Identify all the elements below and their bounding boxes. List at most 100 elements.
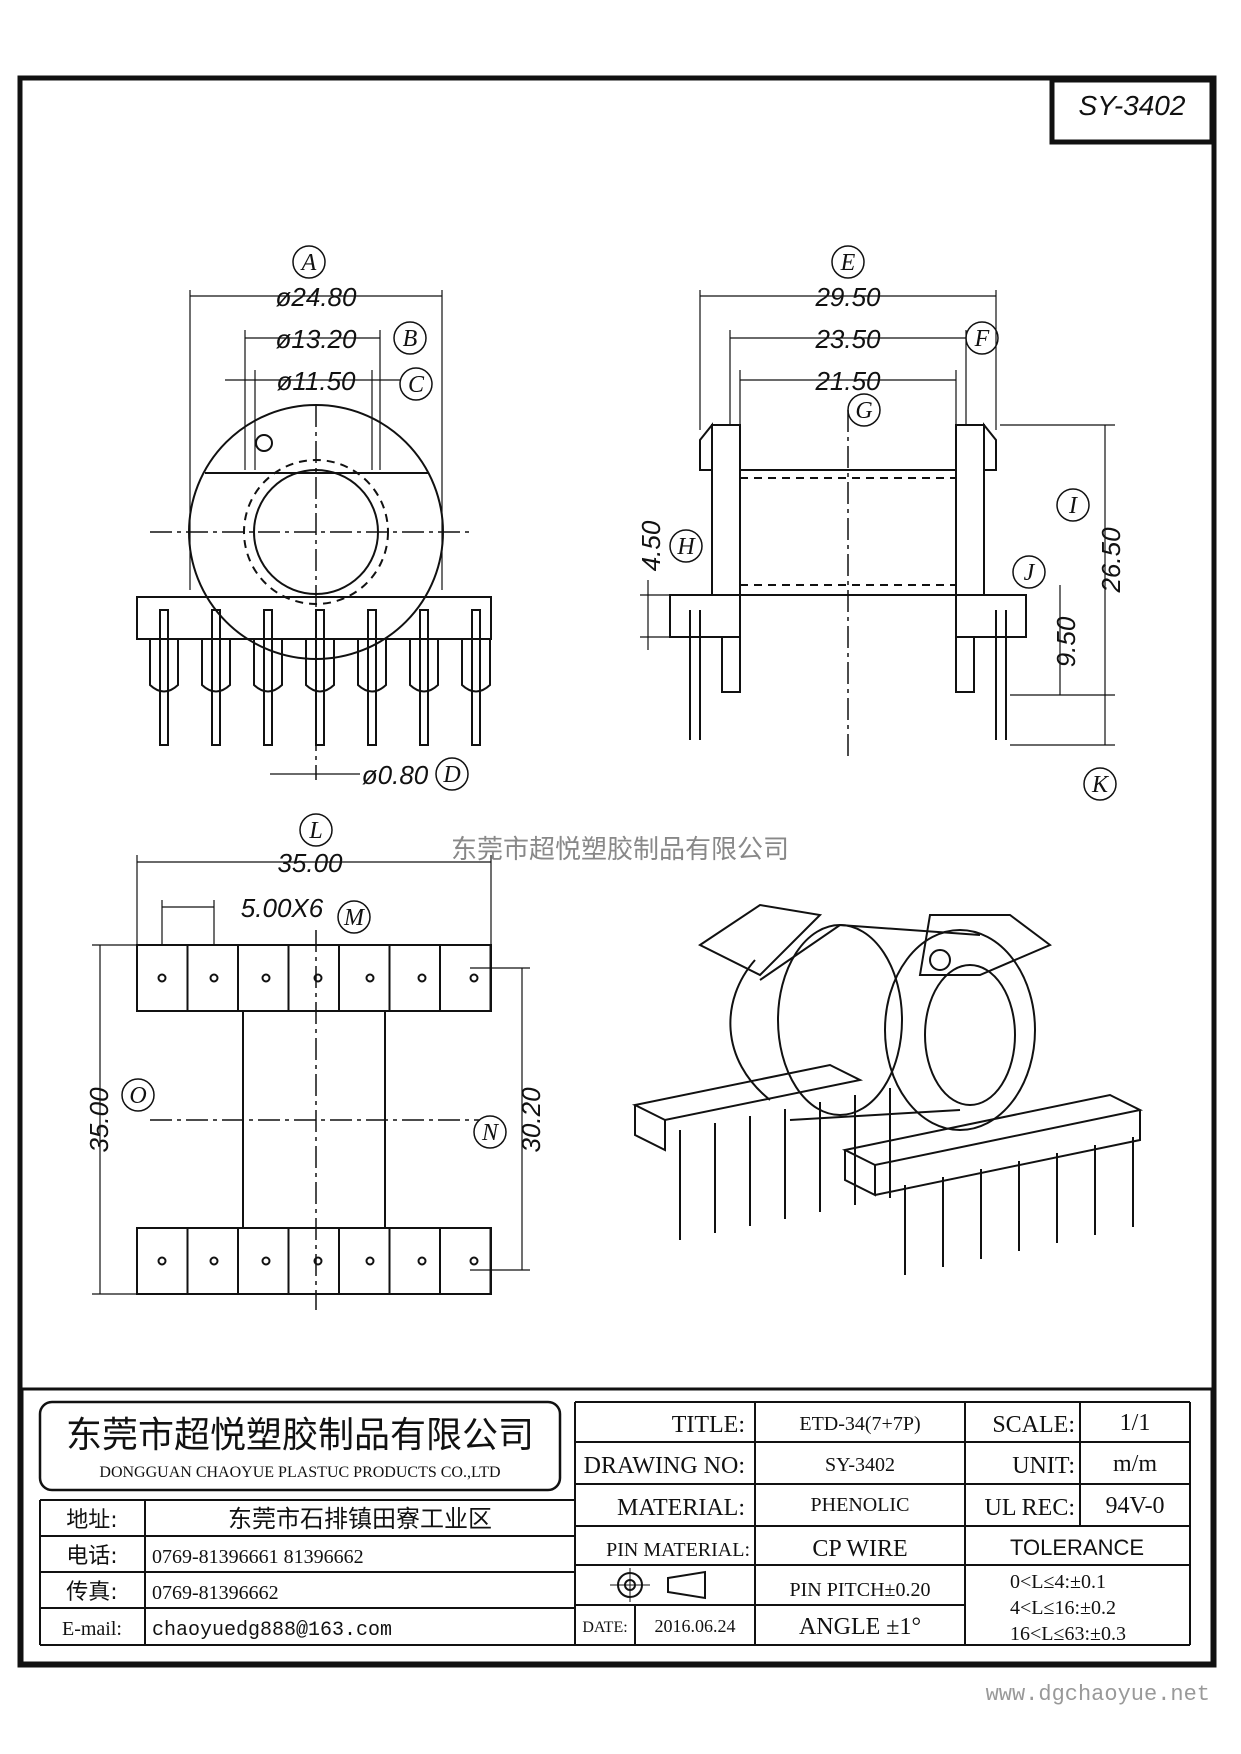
- unit-label: UNIT:: [1012, 1453, 1075, 1479]
- watermark: 东莞市超悦塑胶制品有限公司: [451, 835, 789, 865]
- dim-m: 5.00X6: [241, 893, 324, 923]
- title-block: [20, 1387, 1214, 1665]
- date-value: 2016.06.24: [655, 1616, 736, 1636]
- pin-boss: [461, 639, 491, 693]
- dim-h: 4.50: [636, 520, 666, 571]
- pin-hole: [209, 1256, 219, 1266]
- pin-pitch: PIN PITCH±0.20: [790, 1579, 931, 1601]
- callout-circle: [337, 900, 371, 934]
- phone-value: 0769-81396661 81396662: [152, 1546, 364, 1568]
- callout-label: L: [308, 818, 322, 844]
- email-label: E-mail:: [62, 1618, 122, 1640]
- callout-circle: [965, 321, 999, 355]
- address-value: 东莞市石排镇田寮工业区: [228, 1505, 492, 1533]
- pin-hole: [313, 973, 323, 983]
- website-watermark: www.dgchaoyue.net: [986, 1682, 1210, 1707]
- drawing-no-value: SY-3402: [825, 1454, 895, 1476]
- dim-d: ø0.80: [362, 760, 429, 790]
- callout-label: F: [974, 326, 990, 352]
- callout-circle: [669, 529, 703, 563]
- company-name-cn: 东莞市超悦塑胶制品有限公司: [66, 1415, 534, 1456]
- callout-label: K: [1091, 772, 1110, 798]
- unit-value: m/m: [1113, 1451, 1157, 1477]
- pin-hole: [365, 1256, 375, 1266]
- pin: [263, 609, 273, 746]
- dim-f: 23.50: [814, 324, 881, 354]
- callout-circle: [1056, 488, 1090, 522]
- callout-circle: [847, 393, 881, 427]
- callout-label: O: [129, 1083, 146, 1109]
- tolerance-row: 16<L≤63:±0.3: [1010, 1623, 1126, 1645]
- company-name-en: DONGGUAN CHAOYUE PLASTUC PRODUCTS CO.,LT…: [99, 1464, 500, 1481]
- email-value: chaoyuedg888@163.com: [152, 1619, 392, 1642]
- dim-n: 30.20: [516, 1087, 546, 1153]
- callout-label: G: [855, 398, 872, 424]
- pin: [211, 609, 221, 746]
- dim-c: ø11.50: [276, 366, 356, 396]
- scale-label: SCALE:: [992, 1412, 1075, 1438]
- pin-boss: [409, 639, 439, 693]
- pin-material-label: PIN MATERIAL:: [606, 1539, 750, 1561]
- pin: [315, 609, 325, 746]
- dim-e: 29.50: [814, 282, 881, 312]
- drawing-no-label: DRAWING NO:: [584, 1453, 745, 1479]
- fax-value: 0769-81396662: [152, 1582, 279, 1604]
- pin-hole: [469, 973, 479, 983]
- title-value: ETD-34(7+7P): [799, 1413, 920, 1435]
- callout-label: I: [1068, 493, 1078, 519]
- tolerance-row: 0<L≤4:±0.1: [1010, 1571, 1106, 1593]
- callout-circle: [435, 757, 469, 791]
- pin-hole: [209, 973, 219, 983]
- pin-boss: [201, 639, 231, 693]
- title-label: TITLE:: [672, 1412, 745, 1438]
- bottom-view: [92, 855, 530, 1310]
- date-label: DATE:: [582, 1619, 627, 1636]
- pin-boss: [253, 639, 283, 693]
- pin-hole: [313, 1256, 323, 1266]
- callout-circle: [393, 321, 427, 355]
- pin-hole: [417, 973, 427, 983]
- pin-hole: [157, 1256, 167, 1266]
- callout-circle: [299, 813, 333, 847]
- address-label: 地址:: [66, 1508, 117, 1533]
- phone-label: 电话:: [66, 1544, 117, 1569]
- callout-label: B: [403, 326, 418, 352]
- material-value: PHENOLIC: [811, 1494, 910, 1516]
- dim-b: ø13.20: [276, 324, 357, 354]
- callout-label: N: [481, 1120, 500, 1146]
- ul-label: UL REC:: [985, 1495, 1075, 1521]
- callout-label: H: [676, 534, 696, 560]
- tolerance-label: TOLERANCE: [1010, 1535, 1144, 1560]
- callout-label: E: [840, 250, 856, 276]
- pin-hole: [157, 973, 167, 983]
- pin-material-value: CP WIRE: [812, 1536, 907, 1562]
- pin: [471, 609, 481, 746]
- drawing-code: SY-3402: [1079, 90, 1186, 121]
- pin-hole: [469, 1256, 479, 1266]
- callout-circle: [399, 367, 433, 401]
- callout-circle: [831, 245, 865, 279]
- tolerance-row: 4<L≤16:±0.2: [1010, 1597, 1116, 1619]
- callout-circle: [292, 245, 326, 279]
- callout-circle: [473, 1115, 507, 1149]
- pin: [367, 609, 377, 746]
- callout-label: C: [408, 372, 425, 398]
- dim-j: 9.50: [1051, 616, 1081, 667]
- pin-hole: [261, 973, 271, 983]
- dim-a: ø24.80: [276, 282, 357, 312]
- dim-l: 35.00: [277, 848, 343, 878]
- callout-label: J: [1024, 560, 1036, 586]
- isometric-view: [631, 903, 1144, 1275]
- front-view: [136, 290, 492, 780]
- pin-hole: [261, 1256, 271, 1266]
- pin-boss: [149, 639, 179, 693]
- drawing-frame: [17, 75, 1217, 1668]
- material-label: MATERIAL:: [617, 1495, 745, 1521]
- callout-label: M: [343, 905, 366, 931]
- callout-label: A: [300, 250, 317, 276]
- pin-hole: [417, 1256, 427, 1266]
- dim-o: 35.00: [84, 1087, 114, 1153]
- angle-tolerance: ANGLE ±1°: [799, 1614, 921, 1640]
- pin: [159, 609, 169, 746]
